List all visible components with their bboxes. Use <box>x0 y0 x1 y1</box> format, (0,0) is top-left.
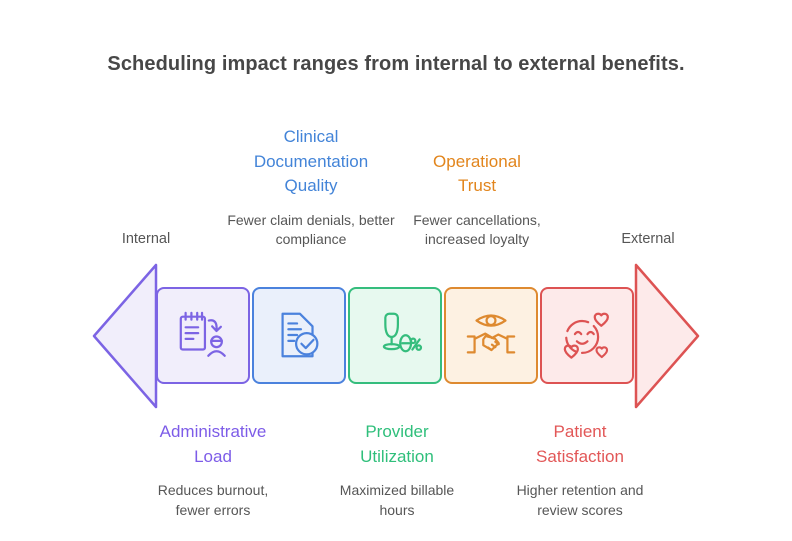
annotation-operational-trust: Operational Trust Fewer cancellations, i… <box>377 150 577 250</box>
annotation-clinical-documentation-quality: Clinical Documentation Quality Fewer cla… <box>211 125 411 250</box>
stage-description: Higher retention and review scores <box>516 482 644 518</box>
stage-description: Maximized billable hours <box>339 482 455 518</box>
eye-handshake-icon <box>466 313 516 354</box>
stage-box-clinical-documentation-quality <box>252 287 346 384</box>
external-label: External <box>621 231 675 247</box>
stage-label: Patient Satisfaction <box>536 422 624 466</box>
stage-label: Operational Trust <box>433 151 521 196</box>
stage-box-patient-satisfaction <box>540 287 634 384</box>
stage-boxes-row <box>156 287 634 384</box>
annotation-provider-utilization: Provider Utilization Maximized billable … <box>297 420 497 520</box>
left-arrowhead-icon <box>92 263 158 409</box>
stage-label: Clinical Documentation Quality <box>253 126 369 196</box>
wine-glass-percent-icon <box>382 312 423 352</box>
document-check-icon <box>281 312 319 357</box>
stage-description: Reduces burnout, fewer errors <box>157 482 269 518</box>
stage-label: Provider Utilization <box>360 422 434 466</box>
stage-box-provider-utilization <box>348 287 442 384</box>
internal-label: Internal <box>121 231 171 247</box>
stage-description: Fewer claim denials, better compliance <box>227 211 395 248</box>
clipboard-assignment-icon <box>179 311 226 357</box>
stage-label: Administrative Load <box>159 422 267 466</box>
annotation-patient-satisfaction: Patient Satisfaction Higher retention an… <box>480 420 680 520</box>
arrow-band <box>92 263 703 409</box>
stage-box-administrative-load <box>156 287 250 384</box>
stage-box-operational-trust <box>444 287 538 384</box>
smiley-hearts-icon <box>563 312 609 359</box>
stage-description: Fewer cancellations, increased loyalty <box>413 211 541 248</box>
page-title: Scheduling impact ranges from internal t… <box>107 53 685 75</box>
annotation-administrative-load: Administrative Load Reduces burnout, few… <box>113 420 313 520</box>
right-arrowhead-icon <box>634 263 700 409</box>
